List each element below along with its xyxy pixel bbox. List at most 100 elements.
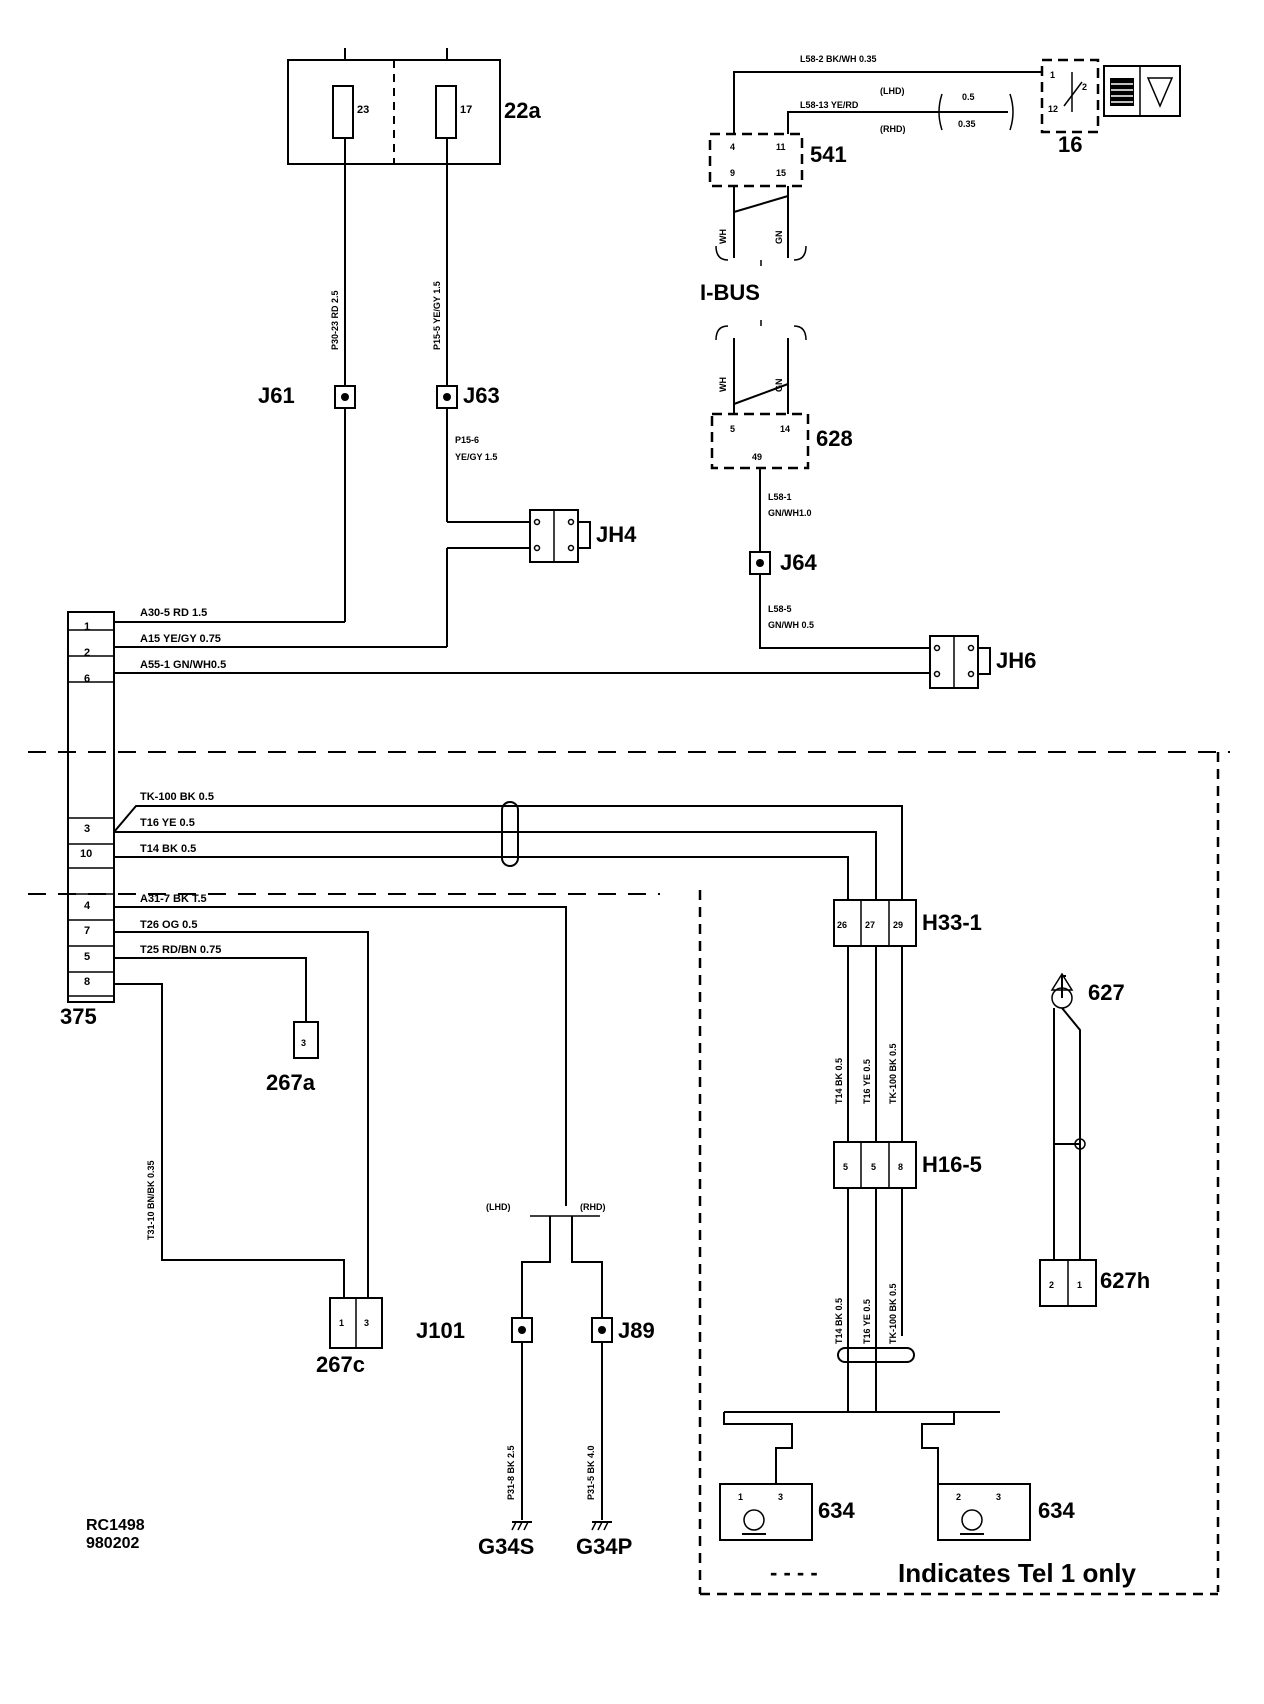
wire-t14: T14 BK 0.5 (140, 843, 196, 855)
connector-h33-1: 26 27 29 H33-1 (833, 899, 982, 947)
wire-t16-lower: T16 YE 0.5 (862, 1299, 872, 1344)
svg-text:8: 8 (898, 1162, 903, 1172)
svg-text:J101: J101 (416, 1318, 465, 1343)
pin-375-5: 5 (84, 951, 90, 963)
connector-h16-5: 5 5 8 H16-5 (833, 1141, 982, 1189)
wire-l58-2: L58-2 BK/WH 0.35 (800, 54, 877, 64)
wire-541-wh: WH (718, 229, 728, 244)
fuse-23-label: 23 (357, 104, 369, 116)
svg-text:J64: J64 (780, 550, 817, 575)
legend-text: Indicates Tel 1 only (898, 1558, 1136, 1588)
microphone-634-right: 2 3 634 (937, 1483, 1075, 1541)
svg-text:3: 3 (778, 1492, 783, 1502)
shield-loop-upper (501, 801, 519, 867)
fuse-17-label: 17 (460, 104, 472, 116)
connector-627h-ref: 627h (1100, 1268, 1150, 1293)
svg-text:1: 1 (1050, 70, 1055, 80)
pin-375-6: 6 (84, 673, 90, 685)
label-rhd-ground: (RHD) (580, 1202, 606, 1212)
unit-628-ref: 628 (816, 426, 853, 451)
wire-p31-5: P31-5 BK 4.0 (586, 1445, 596, 1500)
connector-267c-ref: 267c (316, 1352, 365, 1377)
antenna-627: 627 (1050, 972, 1125, 1260)
ibus-label: I-BUS (700, 280, 760, 305)
wire-a31-7: A31-7 BK T.5 (140, 893, 207, 905)
svg-text:14: 14 (780, 424, 790, 434)
wire-t16: T16 YE 0.5 (140, 817, 195, 829)
connector-267a: 3 267a (266, 1021, 319, 1095)
svg-text:26: 26 (837, 920, 847, 930)
svg-text:2: 2 (1049, 1280, 1054, 1290)
pin-375-3: 3 (84, 823, 90, 835)
microphone-634-left-ref: 634 (818, 1498, 855, 1523)
junction-jh4: JH4 (529, 509, 637, 563)
fuse-box-22a: 23 17 22a (287, 48, 541, 165)
svg-text:JH4: JH4 (596, 522, 637, 547)
svg-text:JH6: JH6 (996, 648, 1036, 673)
pin-375-4: 4 (84, 900, 91, 912)
ground-icon-right (591, 1521, 612, 1531)
wire-t16-upper: T16 YE 0.5 (862, 1059, 872, 1104)
svg-text:12: 12 (1048, 104, 1058, 114)
unit-541: 4 11 9 15 541 (708, 132, 847, 188)
microphone-634-right-ref: 634 (1038, 1498, 1075, 1523)
size-lhd-radio: 0.5 (962, 92, 975, 102)
junction-j63: J63 (436, 383, 500, 409)
wire-l58-1-size: GN/WH1.0 (768, 508, 812, 518)
svg-text:J63: J63 (463, 383, 500, 408)
pin-375-10: 10 (80, 848, 92, 860)
svg-text:29: 29 (893, 920, 903, 930)
connector-627h: 2 1 627h (1039, 1259, 1150, 1307)
connector-375-ref: 375 (60, 1004, 97, 1029)
wire-t26-og: T26 OG 0.5 (140, 919, 197, 931)
svg-text:3: 3 (996, 1492, 1001, 1502)
wire-a15: A15 YE/GY 0.75 (140, 633, 221, 645)
wire-p15-5: P15-5 YE/GY 1.5 (432, 281, 442, 350)
wire-l58-5: L58-5 (768, 604, 792, 614)
wire-a30-5: A30-5 RD 1.5 (140, 607, 207, 619)
antenna-627-ref: 627 (1088, 980, 1125, 1005)
svg-text:2: 2 (956, 1492, 961, 1502)
svg-text:15: 15 (776, 168, 786, 178)
label-lhd-radio: (LHD) (880, 86, 905, 96)
fuse-box-ref: 22a (504, 98, 541, 123)
svg-text:J61: J61 (258, 383, 295, 408)
svg-text:1: 1 (738, 1492, 743, 1502)
pin-375-7: 7 (84, 925, 90, 937)
svg-text:27: 27 (865, 920, 875, 930)
svg-text:9: 9 (730, 168, 735, 178)
legend-dash: - - - - (770, 1560, 818, 1585)
wire-628-wh: WH (718, 377, 728, 392)
svg-text:4: 4 (730, 142, 735, 152)
shield-loop-lower (837, 1347, 915, 1363)
wire-tk-100: TK-100 BK 0.5 (140, 791, 214, 803)
junction-j101: J101 (416, 1317, 533, 1343)
svg-text:1: 1 (1077, 1280, 1082, 1290)
wire-541-gn: GN (774, 231, 784, 245)
svg-text:5: 5 (730, 424, 735, 434)
ground-g34s: G34S (478, 1534, 534, 1559)
svg-text:2: 2 (1082, 82, 1087, 92)
svg-text:11: 11 (776, 142, 786, 152)
wire-tk100-lower: TK-100 BK 0.5 (888, 1283, 898, 1344)
wire-p30-23: P30-23 RD 2.5 (330, 290, 340, 350)
wire-t31-10: T31-10 BN/BK 0.35 (146, 1160, 156, 1240)
svg-text:1: 1 (339, 1318, 344, 1328)
wire-tk100-upper: TK-100 BK 0.5 (888, 1043, 898, 1104)
label-lhd-ground: (LHD) (486, 1202, 511, 1212)
wire-l58-5-size: GN/WH 0.5 (768, 620, 814, 630)
junction-j64: J64 (749, 550, 817, 575)
svg-text:3: 3 (301, 1038, 306, 1048)
svg-text:J89: J89 (618, 1318, 655, 1343)
unit-541-ref: 541 (810, 142, 847, 167)
pin-375-1: 1 (84, 621, 90, 633)
size-rhd-radio: 0.35 (958, 119, 976, 129)
wire-t14-upper: T14 BK 0.5 (834, 1058, 844, 1104)
junction-jh6: JH6 (929, 635, 1036, 689)
junction-j89: J89 (591, 1317, 655, 1343)
diagram-date: 980202 (86, 1535, 139, 1552)
wire-p31-8: P31-8 BK 2.5 (506, 1445, 516, 1500)
wire-t14-lower: T14 BK 0.5 (834, 1298, 844, 1344)
display-icon (1103, 65, 1181, 117)
